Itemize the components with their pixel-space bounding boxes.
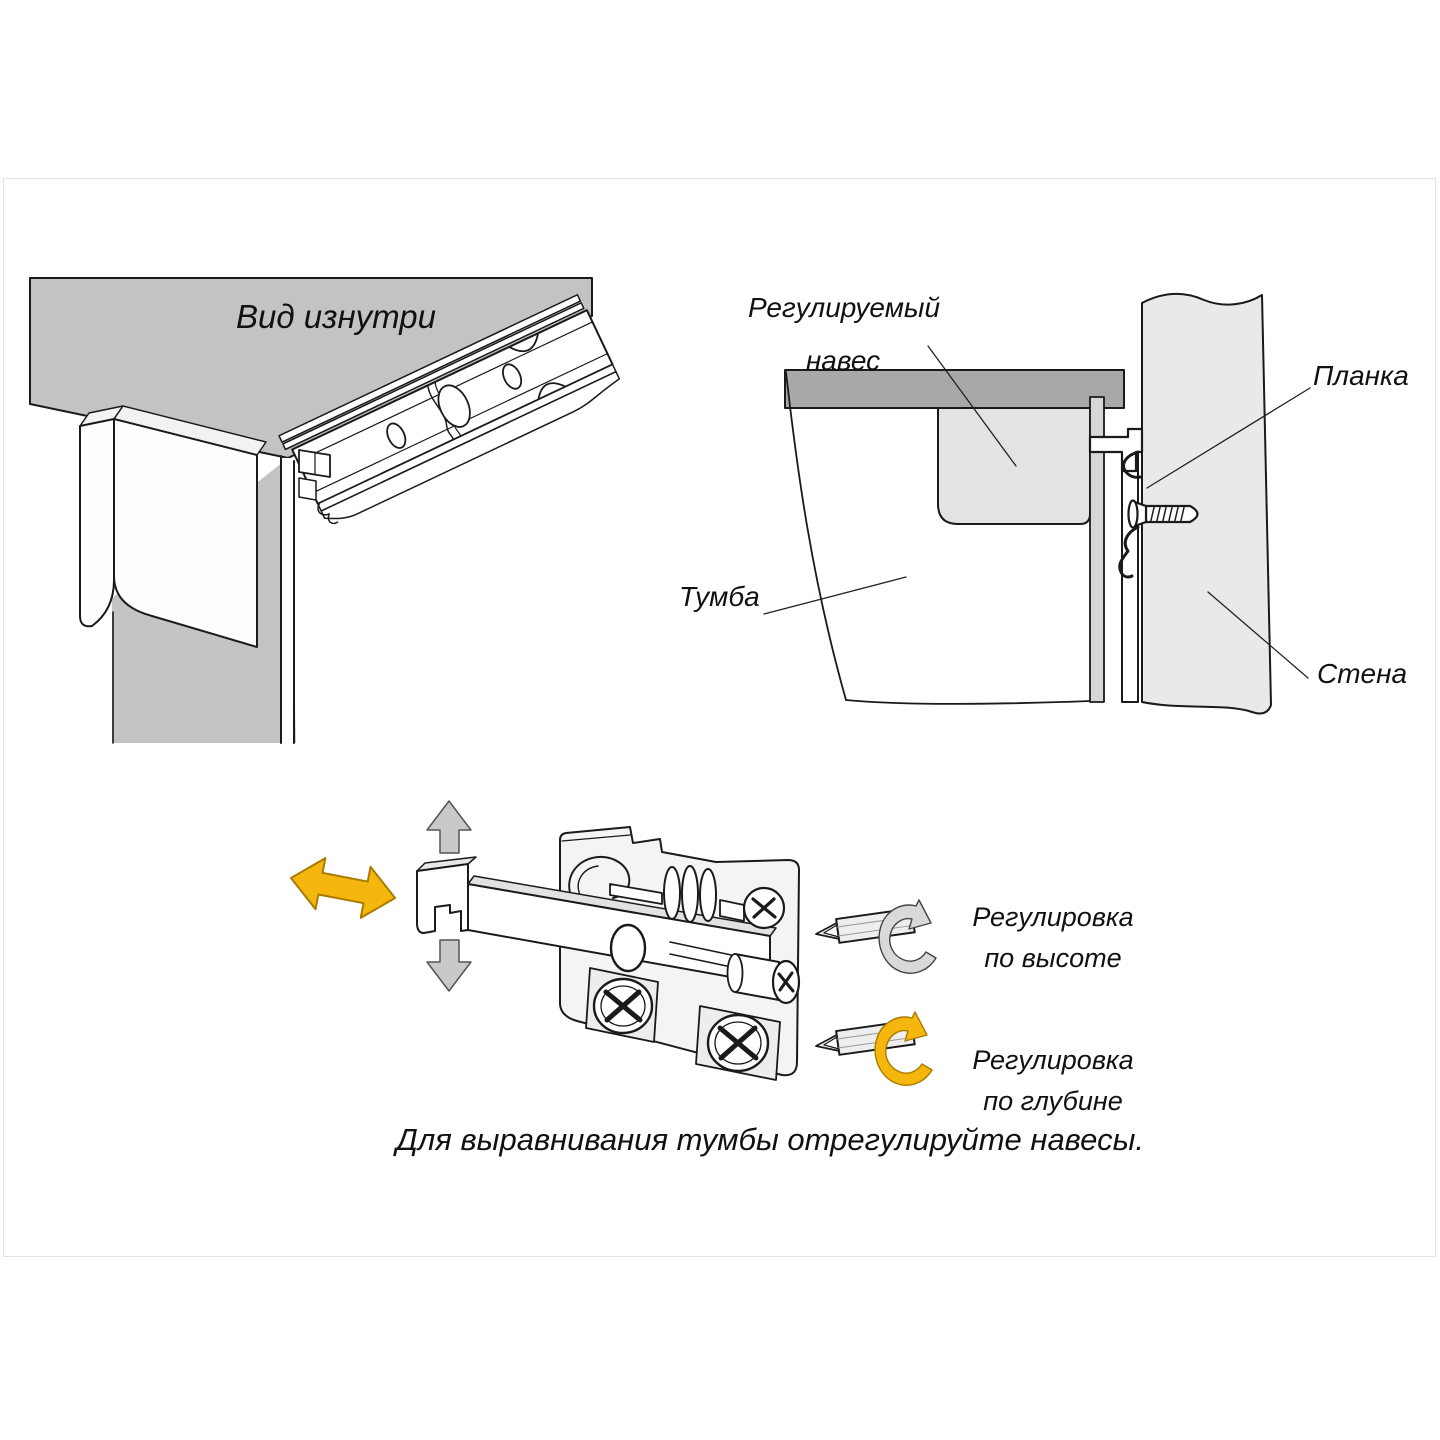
- label-adjustable-hanger: Регулируемый навес: [748, 281, 941, 387]
- label-depth-adjustment-line1: Регулировка: [972, 1045, 1134, 1075]
- cross-section-drawing: [763, 293, 1311, 715]
- diagram-border: [3, 178, 1436, 1257]
- rail-clip: [1118, 450, 1142, 579]
- height-rotate-arrow-icon: [878, 899, 937, 974]
- leader-rail: [1146, 387, 1311, 489]
- caption-text: Для выравнивания тумбы отрегулируйте нав…: [395, 1122, 1144, 1157]
- horizontal-arrow-icon: [290, 857, 397, 919]
- label-height-adjustment-line2: по высоте: [984, 943, 1122, 973]
- mechanism-drawing: [290, 800, 937, 1086]
- label-adjustable-hanger-line1: Регулируемый: [748, 292, 941, 323]
- inside-view-title: Вид изнутри: [236, 298, 436, 335]
- depth-rotate-arrow-icon: [874, 1011, 933, 1086]
- label-adjustable-hanger-line2: навес: [805, 345, 881, 376]
- leader-cabinet: [763, 576, 907, 615]
- leader-wall: [1207, 591, 1309, 679]
- hanger-bracket: [416, 826, 801, 1081]
- label-depth-adjustment-line2: по глубине: [983, 1086, 1123, 1116]
- bracket-hook: [416, 863, 469, 934]
- down-arrow-icon: [426, 939, 472, 992]
- wall-shape: [1141, 293, 1272, 715]
- leader-adjustable-hanger: [927, 345, 1017, 467]
- label-cabinet: Тумба: [679, 581, 760, 612]
- hanger-hook-tab: [298, 449, 331, 501]
- label-height-adjustment: Регулировка по высоте: [968, 897, 1138, 979]
- cabinet-back-panel: [1089, 396, 1105, 703]
- label-wall: Стена: [1317, 658, 1408, 689]
- rail-hole: [386, 422, 407, 449]
- screwdriver-bit-height: [815, 907, 916, 944]
- label-height-adjustment-line1: Регулировка: [972, 902, 1134, 932]
- up-arrow-icon: [426, 800, 472, 854]
- hanger-block: [937, 407, 1091, 525]
- rail-hole-large: [437, 384, 471, 428]
- inside-view-drawing: [29, 277, 621, 744]
- wall-screw: [1127, 499, 1199, 529]
- wall-rail: [278, 294, 621, 525]
- cabinet-top-band: [784, 369, 1125, 409]
- leader-lines: [763, 345, 1311, 679]
- cabinet-bottom-edge: [845, 699, 1091, 705]
- rail-hole: [502, 363, 523, 390]
- label-depth-adjustment: Регулировка по глубине: [968, 1040, 1138, 1122]
- cabinet-front-edge: [785, 371, 847, 701]
- hanger-cover-block: [79, 405, 267, 648]
- label-rail: Планка: [1313, 360, 1409, 391]
- arm-oval-hole: [609, 923, 647, 973]
